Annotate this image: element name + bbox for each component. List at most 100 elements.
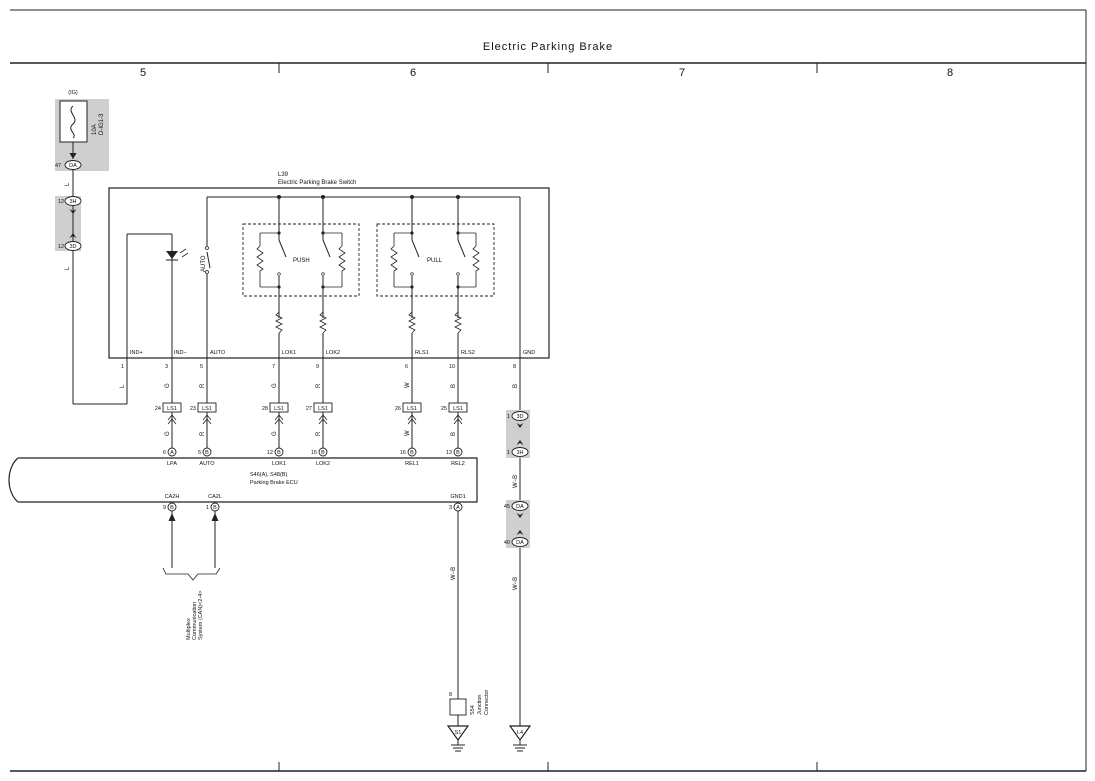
ground-label: S1 bbox=[455, 730, 462, 736]
ecu-conn: B bbox=[277, 450, 281, 456]
ls1-pin: 24 bbox=[155, 406, 161, 412]
fuse-pin: 47 bbox=[55, 163, 61, 169]
wire-color-label: R bbox=[200, 431, 206, 436]
junction-pin: 1 bbox=[507, 450, 510, 456]
ecu-terminal: CA2H bbox=[165, 494, 180, 500]
wire-color-label: L bbox=[120, 384, 126, 388]
switch-pin: 8 bbox=[513, 364, 516, 370]
ecu-outline bbox=[8, 447, 478, 512]
ecu-code: S46(A), S48(B) bbox=[250, 472, 287, 478]
ecu-conn: B bbox=[213, 505, 217, 511]
wire-color-label: G bbox=[272, 431, 278, 436]
junction-conn: DA bbox=[516, 540, 524, 546]
fuse-source: (IG) bbox=[68, 90, 78, 96]
wire-color-label: B bbox=[451, 384, 457, 388]
switch-pin: 1 bbox=[121, 364, 124, 370]
wire-color-label: L bbox=[65, 266, 71, 270]
jc-code: S54 bbox=[470, 705, 476, 715]
ecu-terminal: CA2L bbox=[208, 494, 222, 500]
ecu-conn: B bbox=[170, 505, 174, 511]
switch-terminal: IND+ bbox=[130, 350, 143, 356]
right-junctions bbox=[506, 410, 532, 752]
wire-color-label: B bbox=[451, 432, 457, 436]
ls1-pin: 25 bbox=[441, 406, 447, 412]
ecu-pin: 16 bbox=[400, 450, 406, 456]
ecu-pin: 3 bbox=[449, 505, 452, 511]
ecu-conn: A bbox=[456, 505, 460, 511]
ecu-pin: 12 bbox=[267, 450, 273, 456]
ecu-conn: B bbox=[456, 450, 460, 456]
fuse-name: D-IG1-3 bbox=[99, 113, 105, 135]
junction-pin: 12 bbox=[58, 199, 64, 205]
auto-switch-label: AUTO bbox=[201, 255, 207, 272]
switch-terminal: RLS2 bbox=[461, 350, 475, 356]
wire-color-label: G bbox=[272, 383, 278, 388]
ecu-conn: A bbox=[170, 450, 174, 456]
ls1-pin: 23 bbox=[190, 406, 196, 412]
ls1-label: LS1 bbox=[407, 406, 417, 412]
switch-pin: 3 bbox=[165, 364, 168, 370]
ls1-pin: 28 bbox=[262, 406, 268, 412]
wire-color-label: G bbox=[165, 383, 171, 388]
ecu-conn: B bbox=[321, 450, 325, 456]
fuse-rating: 10A bbox=[92, 124, 98, 135]
switch-pin: 5 bbox=[200, 364, 203, 370]
switch-pin: 9 bbox=[316, 364, 319, 370]
switch-outline bbox=[108, 187, 550, 359]
ecu-terminal: LOK2 bbox=[316, 461, 330, 467]
junction-pin: 1 bbox=[507, 414, 510, 420]
column-number: 7 bbox=[679, 67, 685, 79]
column-number: 8 bbox=[947, 67, 953, 79]
fuse-connector: DA bbox=[69, 163, 77, 169]
switch-terminal: GND bbox=[523, 350, 535, 356]
ls1-pin: 27 bbox=[306, 406, 312, 412]
junction-connector-top bbox=[55, 196, 82, 251]
ls1-label: LS1 bbox=[453, 406, 463, 412]
switch-terminal: LOK1 bbox=[282, 350, 296, 356]
junction-conn: DA bbox=[516, 504, 524, 510]
junction-pin: 45 bbox=[504, 504, 510, 510]
ecu-terminal: GND1 bbox=[450, 494, 465, 500]
ground-label: L4 bbox=[517, 730, 523, 736]
wire-color-label: G bbox=[165, 431, 171, 436]
switch-code: L39 bbox=[278, 172, 289, 178]
wire-color-label: W−B bbox=[451, 567, 457, 580]
ecu-pin: 9 bbox=[163, 505, 166, 511]
switch-pin: 7 bbox=[272, 364, 275, 370]
multiplex-label: System (CAN)<2-4> bbox=[198, 590, 204, 640]
ls1-label: LS1 bbox=[318, 406, 328, 412]
junction-pin: 12 bbox=[58, 244, 64, 250]
jc-label: Connector bbox=[484, 689, 490, 715]
wire-color-label: R bbox=[316, 383, 322, 388]
ls1-connectors bbox=[162, 402, 468, 425]
ls1-label: LS1 bbox=[202, 406, 212, 412]
junction-conn: 3D bbox=[69, 244, 76, 250]
ecu-conn: B bbox=[205, 450, 209, 456]
switch-pin: 10 bbox=[449, 364, 455, 370]
page-title: Electric Parking Brake bbox=[483, 41, 613, 53]
wire-color-label: W bbox=[405, 430, 411, 436]
column-number: 5 bbox=[140, 67, 146, 79]
multiplex-label: Multiplex bbox=[186, 618, 192, 640]
switch-terminal: LOK2 bbox=[326, 350, 340, 356]
can-wires bbox=[162, 511, 221, 581]
junction-conn: 3D bbox=[516, 414, 523, 420]
ecu-terminal: AUTO bbox=[199, 461, 215, 467]
jc-pin: 8 bbox=[449, 692, 452, 698]
fuse-icon bbox=[70, 105, 76, 139]
switch-pin: 6 bbox=[405, 364, 408, 370]
fuse-block bbox=[55, 99, 109, 171]
junction-pin: 40 bbox=[504, 540, 510, 546]
switch-terminal: IND− bbox=[174, 350, 187, 356]
pull-label: PULL bbox=[427, 258, 443, 264]
switch-name: Electric Parking Brake Switch bbox=[278, 180, 356, 186]
ecu-terminal: REL1 bbox=[405, 461, 419, 467]
signal-wires bbox=[171, 358, 521, 726]
switch-terminal: AUTO bbox=[210, 350, 226, 356]
ecu-terminal: REL2 bbox=[451, 461, 465, 467]
switch-terminal: RLS1 bbox=[415, 350, 429, 356]
ecu-pin: 13 bbox=[446, 450, 452, 456]
ls1-label: LS1 bbox=[167, 406, 177, 412]
ls1-label: LS1 bbox=[274, 406, 284, 412]
